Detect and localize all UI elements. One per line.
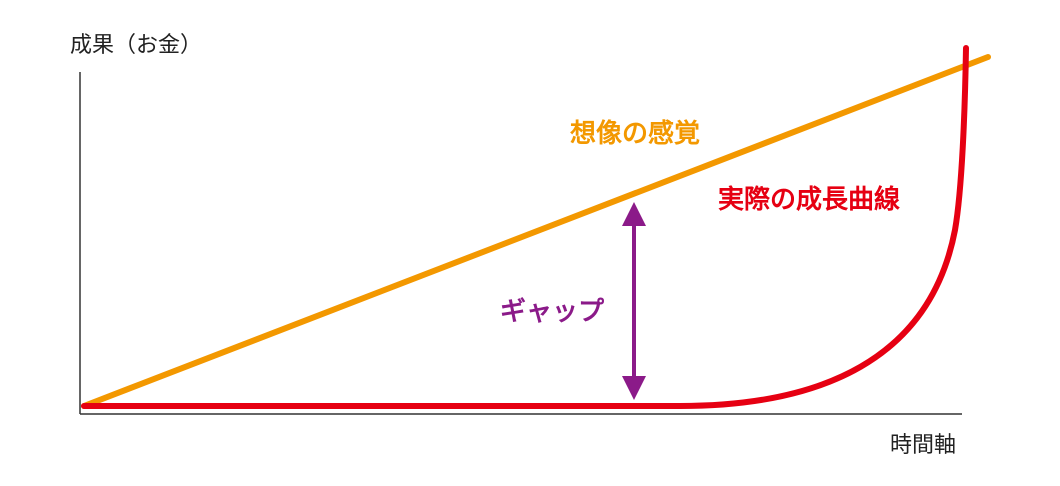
y-axis-label: 成果（お金） [70, 33, 202, 58]
actual-growth-curve [81, 45, 969, 409]
x-axis-label: 時間軸 [890, 433, 956, 458]
axes [79, 72, 962, 415]
actual-curve-label: 実際の成長曲線 [718, 184, 900, 215]
gap-label: ギャップ [500, 297, 605, 327]
expected-line [81, 54, 991, 409]
expected-line-label: 想像の感覚 [570, 119, 700, 149]
